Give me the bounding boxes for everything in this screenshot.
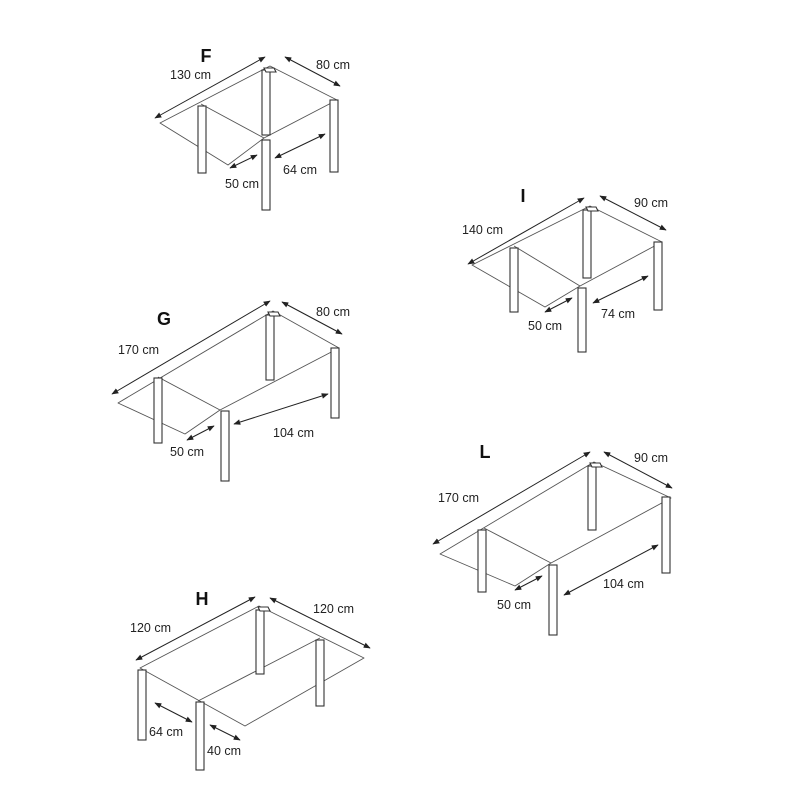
table-g-leg-right (330, 347, 340, 419)
table-h-inner-arrow (154, 702, 193, 723)
table-g-width-arrow (281, 301, 343, 335)
table-h-leg-front (195, 701, 205, 771)
table-g-length-arrow (111, 300, 271, 395)
table-h-top (139, 605, 365, 727)
table-f-length-label: 130 cm (170, 68, 211, 82)
table-f: F 130 cm 80 cm 50 cm 64 cm (154, 46, 350, 211)
table-i-width-label: 90 cm (634, 196, 668, 210)
table-g-leg-front (220, 410, 230, 482)
table-f-leg-left (197, 105, 207, 174)
table-l-leg-cap (589, 462, 603, 468)
table-i-leg-back (582, 209, 592, 279)
table-i-extension-label: 50 cm (528, 319, 562, 333)
table-l-leg-front (548, 564, 558, 636)
table-f-extension-arrow (229, 154, 258, 169)
table-h-length-label: 120 cm (130, 621, 171, 635)
table-g-width-label: 80 cm (316, 305, 350, 319)
table-l-leg-right (661, 496, 671, 574)
table-i-length-label: 140 cm (462, 223, 503, 237)
table-l: L 170 cm 90 cm 50 cm 104 cm (432, 442, 673, 636)
table-g-leg-back (265, 314, 275, 381)
table-h-leg-right (315, 639, 325, 707)
table-h-width-label: 120 cm (313, 602, 354, 616)
table-i-width-arrow (599, 195, 667, 231)
table-h-inner-label: 64 cm (149, 725, 183, 739)
table-l-width-label: 90 cm (634, 451, 668, 465)
table-l-letter: L (480, 442, 491, 462)
table-i-length-arrow (467, 197, 585, 265)
table-f-letter: F (201, 46, 212, 66)
table-g-extension-arrow (186, 425, 215, 441)
table-f-extension-label: 50 cm (225, 177, 259, 191)
table-l-inner-label: 104 cm (603, 577, 644, 591)
table-h-extension-arrow (209, 724, 241, 741)
table-l-length-arrow (432, 451, 591, 545)
table-g-letter: G (157, 309, 171, 329)
table-g-inner-label: 104 cm (273, 426, 314, 440)
table-h-width-arrow (269, 597, 371, 649)
table-i-leg-front (577, 287, 587, 353)
table-l-extension-label: 50 cm (497, 598, 531, 612)
table-l-length-label: 170 cm (438, 491, 479, 505)
table-g-extension-label: 50 cm (170, 445, 204, 459)
table-h-letter: H (196, 589, 209, 609)
table-f-leg-back (261, 69, 271, 136)
table-f-leg-cap (263, 67, 277, 73)
table-i-top (471, 205, 663, 308)
table-i-leg-left (509, 247, 519, 313)
table-g-inner-arrow (233, 393, 329, 425)
table-f-length-arrow (154, 56, 266, 119)
table-g-leg-cap (267, 311, 281, 317)
table-i-inner-label: 74 cm (601, 307, 635, 321)
table-h-leg-back (255, 609, 265, 675)
table-h-extension-label: 40 cm (207, 744, 241, 758)
table-l-leg-back (587, 465, 597, 531)
table-g-length-label: 170 cm (118, 343, 159, 357)
table-l-extension-arrow (514, 575, 543, 591)
table-f-width-label: 80 cm (316, 58, 350, 72)
table-f-width-arrow (284, 56, 341, 87)
table-h-length-arrow (135, 596, 256, 661)
table-f-leg-front (261, 139, 271, 211)
table-i-inner-arrow (592, 275, 649, 304)
table-i-extension-arrow (544, 297, 573, 313)
table-i: I 140 cm 90 cm 50 cm 74 cm (462, 186, 668, 353)
table-l-width-arrow (603, 451, 673, 489)
table-l-leg-left (477, 529, 487, 593)
table-l-inner-arrow (563, 544, 659, 596)
table-i-leg-cap (585, 206, 599, 212)
table-h-leg-cap (257, 606, 271, 612)
table-i-leg-right (653, 241, 663, 311)
table-f-inner-arrow (274, 133, 326, 159)
table-i-letter: I (520, 186, 525, 206)
table-h-leg-left (137, 669, 147, 741)
table-g-leg-left (153, 377, 163, 444)
table-h: H 120 cm 120 cm 64 cm 40 cm (130, 589, 371, 771)
table-f-leg-right (329, 99, 339, 173)
table-f-inner-label: 64 cm (283, 163, 317, 177)
table-g: G 170 cm 80 cm 50 cm 104 cm (111, 300, 350, 482)
